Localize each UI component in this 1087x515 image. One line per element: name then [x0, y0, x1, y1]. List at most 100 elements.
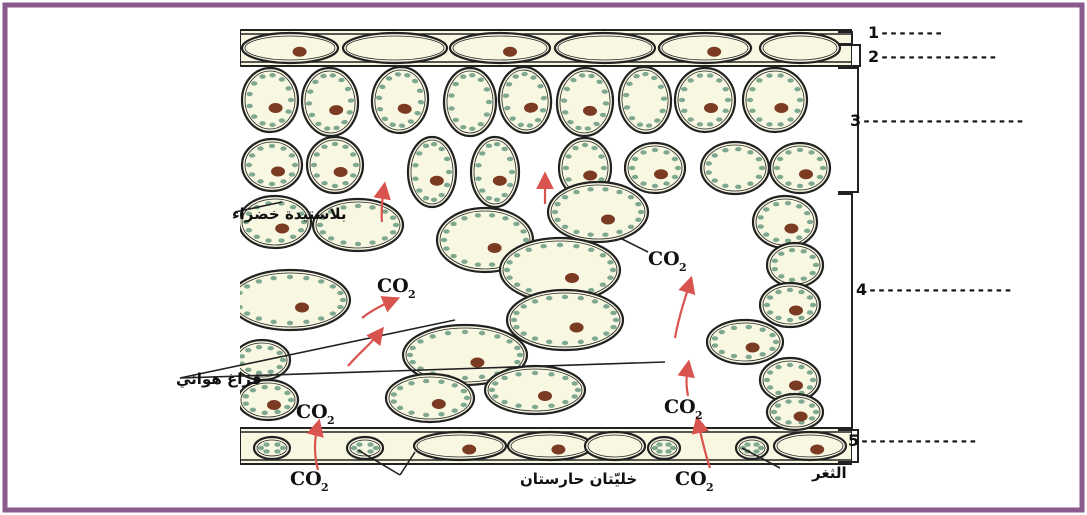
chloroplast-dot — [723, 87, 729, 91]
chloroplast-dot — [764, 378, 770, 382]
chloroplast-dot — [772, 267, 778, 271]
chloroplast-dot — [250, 408, 256, 412]
chloroplast-dot — [652, 446, 658, 450]
chloroplast-dot — [511, 318, 517, 322]
chloroplast-dot — [407, 353, 413, 357]
chloroplast-dot — [746, 355, 752, 359]
chloroplast-dot — [652, 184, 658, 188]
chloroplast-dot — [280, 446, 286, 450]
chloroplast-dot — [462, 330, 468, 334]
chloroplast-dot — [817, 157, 823, 161]
chloroplast-dot — [557, 243, 563, 247]
chloroplast-dot — [758, 224, 764, 228]
chloroplast-dot — [515, 404, 521, 408]
chloroplast-dot — [521, 331, 527, 335]
chloroplast-dot — [269, 73, 275, 77]
chloroplast-dot — [735, 185, 741, 189]
chloroplast-dot — [759, 327, 765, 331]
chloroplast-dot — [796, 235, 802, 239]
chloroplast-dot — [592, 336, 598, 340]
epidermis-cell — [774, 432, 846, 460]
chloroplast-dot — [777, 157, 783, 161]
chloroplast-dot — [412, 177, 418, 181]
palisade-cell — [770, 143, 830, 193]
chloroplast-dot — [681, 109, 687, 113]
nucleus — [784, 224, 798, 234]
chloroplast-dot — [276, 351, 282, 355]
chloroplast-dot — [469, 73, 475, 77]
chloroplast-dot — [484, 87, 490, 91]
chloroplast-dot — [773, 238, 779, 242]
nucleus — [462, 445, 476, 455]
chloroplast-dot — [446, 170, 452, 174]
chloroplast-dot — [382, 236, 388, 240]
chloroplast-dot — [640, 150, 646, 154]
chloroplast-dot — [243, 401, 249, 405]
nucleus — [267, 400, 281, 410]
chloroplast-dot — [288, 398, 294, 402]
chloroplast-dot — [246, 228, 252, 232]
chloroplast-dot — [778, 251, 784, 255]
chloroplast-dot — [397, 406, 403, 410]
epidermis-cell — [414, 432, 506, 460]
chloroplast-dot — [262, 385, 268, 389]
chloroplast-dot — [330, 284, 336, 288]
chloroplast-dot — [607, 276, 613, 280]
chloroplast-dot — [712, 153, 718, 157]
epidermis-cell — [585, 432, 645, 460]
chloroplast-dot — [479, 188, 485, 192]
chloroplast-dot — [246, 163, 252, 167]
palisade-cell — [444, 68, 496, 136]
chloroplast-dot — [393, 223, 399, 227]
chloroplast-dot — [809, 403, 815, 407]
chloroplast-dot — [602, 232, 608, 236]
palisade-cell — [675, 68, 735, 132]
chloroplast-dot — [234, 298, 240, 302]
chloroplast-dot — [573, 230, 579, 234]
chloroplast-dot — [450, 222, 456, 226]
spongy-cell — [386, 374, 474, 422]
chloroplast-dot — [314, 173, 320, 177]
chloroplast-dot — [681, 87, 687, 91]
chloroplast-dot — [298, 228, 304, 232]
chloroplast-dot — [423, 196, 429, 200]
spongy-cell — [548, 182, 648, 242]
co2-arrow — [362, 300, 394, 318]
chloroplast-dot — [494, 142, 500, 146]
chloroplast-dot — [501, 147, 507, 151]
chloroplast-dot — [592, 299, 598, 303]
chloroplast-dot — [554, 218, 560, 222]
layer-number-2: 2 ------------- — [868, 47, 997, 66]
nucleus — [269, 103, 283, 113]
palisade-cell — [242, 68, 298, 132]
chloroplast-dot — [775, 290, 781, 294]
chloroplast-dot — [274, 386, 280, 390]
svg-text:3: 3 — [850, 111, 861, 130]
chloroplast-dot — [236, 305, 242, 309]
chloroplast-dot — [635, 218, 641, 222]
chloroplast-dot — [725, 98, 731, 102]
svg-text:5: 5 — [848, 431, 859, 450]
co2-leader — [620, 238, 648, 252]
chloroplast-dot — [807, 220, 813, 224]
chloroplast-dot — [712, 343, 718, 347]
chloroplast-dot — [656, 442, 662, 446]
chloroplast-dot — [448, 93, 454, 97]
chloroplast-dot — [270, 276, 276, 280]
chloroplast-dot — [521, 304, 527, 308]
chloroplast-dot — [513, 222, 519, 226]
chloroplast-dot — [749, 87, 755, 91]
chloroplast-dot — [486, 196, 492, 200]
chloroplast-dot — [462, 376, 468, 380]
chloroplast-dot — [501, 193, 507, 197]
chloroplast-dot — [598, 154, 604, 158]
chloroplast-dot — [409, 360, 415, 364]
chloroplast-dot — [801, 276, 807, 280]
chloroplast-dot — [810, 303, 816, 307]
chloroplast-dot — [268, 370, 274, 374]
palisade-cell — [307, 137, 363, 193]
chloroplast-dot — [540, 244, 546, 248]
chloroplast-dot — [390, 216, 396, 220]
chloroplast-dot — [769, 347, 775, 351]
chloroplast-dot — [712, 336, 718, 340]
